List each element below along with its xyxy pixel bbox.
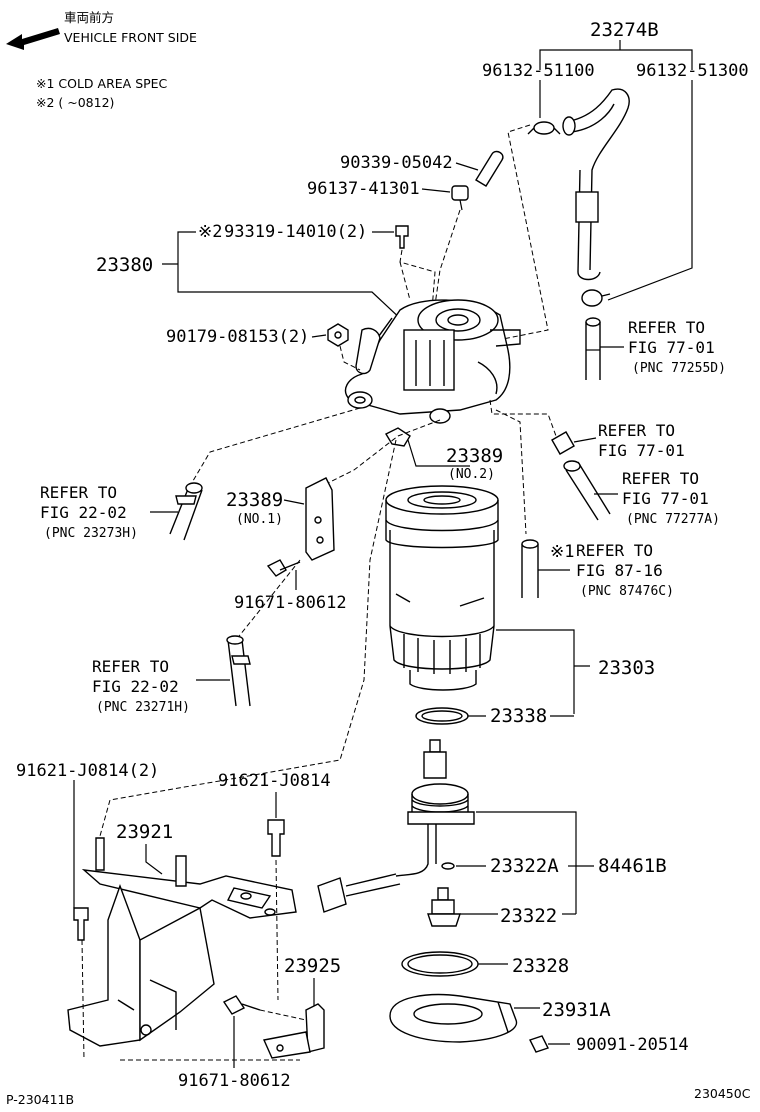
hose-ref-87476C — [521, 539, 539, 598]
ref3-pnc: (PNC 77277A) — [626, 512, 720, 527]
fuel-hose-23274B — [562, 88, 630, 281]
clamp-23389-no2 — [385, 427, 411, 447]
bracket-23921 — [67, 837, 297, 1047]
ref3-line2: FIG 77-01 — [622, 489, 709, 508]
note-date-range: ※2 ( ~0812) — [36, 95, 114, 110]
label-23380: 23380 — [96, 254, 153, 276]
bolt-91621-J0814-right — [267, 819, 285, 857]
ref1-line2: FIG 77-01 — [628, 338, 715, 357]
label-23274B: 23274B — [590, 19, 659, 41]
label-23921: 23921 — [116, 821, 173, 843]
footer-left-code: P-230411B — [6, 1092, 74, 1107]
front-direction-arrow-icon — [6, 28, 60, 50]
bracket-23925 — [263, 1003, 325, 1059]
water-sensor-84461B — [395, 739, 475, 877]
ref6-pnc: (PNC 23271H) — [96, 700, 190, 715]
o-ring-23322A — [441, 862, 455, 870]
filter-head-23380 — [344, 299, 521, 424]
fitting-96137-41301 — [451, 185, 469, 211]
label-96137-41301: 96137-41301 — [307, 179, 420, 199]
label-23328: 23328 — [512, 955, 569, 977]
label-23338: 23338 — [490, 705, 547, 727]
mark-1: ※1 — [550, 542, 574, 562]
label-91621-J0814: 91621-J0814 — [218, 771, 331, 791]
label-23322A: 23322A — [490, 855, 559, 877]
ref2-line1: REFER TO — [598, 421, 675, 440]
label-23931A: 23931A — [542, 999, 611, 1021]
label-23925: 23925 — [284, 955, 341, 977]
leader-23274B — [539, 49, 693, 70]
hose-clip-96132-51300 — [581, 289, 611, 307]
label-23389-no2-sub: (NO.2) — [448, 467, 495, 482]
front-label-jp: 車両前方 — [64, 10, 114, 25]
ref1-pnc: (PNC 77255D) — [632, 361, 726, 376]
label-23322: 23322 — [500, 905, 557, 927]
ref2-line2: FIG 77-01 — [598, 441, 685, 460]
label-90179-08153: 90179-08153(2) — [166, 327, 309, 347]
front-label-en: VEHICLE FRONT SIDE — [64, 30, 197, 45]
label-23389-no1: 23389 — [226, 489, 283, 511]
hose-clip-96132-51100 — [527, 121, 561, 135]
bolt-90091-20514 — [529, 1035, 570, 1053]
label-23303: 23303 — [598, 657, 655, 679]
ref4-line2: FIG 87-16 — [576, 561, 663, 580]
bolt-91671-80612-b — [222, 995, 261, 1015]
ref6-line1: REFER TO — [92, 657, 169, 676]
o-ring-23338 — [415, 707, 469, 725]
label-23389-no2: 23389 — [446, 445, 503, 467]
nut-90179-08153 — [327, 323, 349, 347]
ref6-line2: FIG 22-02 — [92, 677, 179, 696]
ref5-pnc: (PNC 23273H) — [44, 526, 138, 541]
footer-right-code: 230450C — [694, 1086, 751, 1101]
label-96132-51300: 96132-51300 — [636, 61, 749, 81]
bolt-91671-80612-a — [266, 559, 301, 577]
label-90091-20514: 90091-20514 — [576, 1035, 689, 1055]
label-96132-51100: 96132-51100 — [482, 61, 595, 81]
drain-plug-23322 — [427, 887, 461, 927]
gasket-23328 — [401, 951, 479, 977]
note-cold-area: ※1 COLD AREA SPEC — [36, 76, 168, 91]
hose-ref-77277A — [563, 460, 611, 521]
ref1-line1: REFER TO — [628, 318, 705, 337]
label-91621-J0814-2: 91621-J0814(2) — [16, 761, 159, 781]
hose-ref-23271H — [226, 635, 251, 707]
bracket-23931A — [389, 993, 518, 1043]
mark-2: ※2 — [198, 222, 222, 242]
sensor-connector — [317, 873, 401, 913]
fuel-filter-23303 — [385, 485, 499, 691]
bolt-91621-J0814-left — [73, 907, 89, 941]
label-91671-80612-b: 91671-80612 — [178, 1071, 291, 1091]
hose-ref-77255D — [585, 317, 601, 380]
ref4-pnc: (PNC 87476C) — [580, 584, 674, 599]
cap-90339-05042 — [475, 150, 504, 187]
label-90339-05042: 90339-05042 — [340, 153, 453, 173]
label-23389-no1-sub: (NO.1) — [236, 512, 283, 527]
label-91671-80612-a: 91671-80612 — [234, 593, 347, 613]
connector-ref-77-01 — [551, 431, 575, 455]
ref5-line1: REFER TO — [40, 483, 117, 502]
label-93319-14010: 93319-14010(2) — [224, 222, 367, 242]
ref3-line1: REFER TO — [622, 469, 699, 488]
bracket-23389-no1 — [305, 477, 335, 561]
label-84461B: 84461B — [598, 855, 667, 877]
hose-ref-23273H — [169, 482, 203, 541]
bolt-93319-14010 — [395, 225, 409, 249]
ref4-line1: REFER TO — [576, 541, 653, 560]
ref5-line2: FIG 22-02 — [40, 503, 127, 522]
